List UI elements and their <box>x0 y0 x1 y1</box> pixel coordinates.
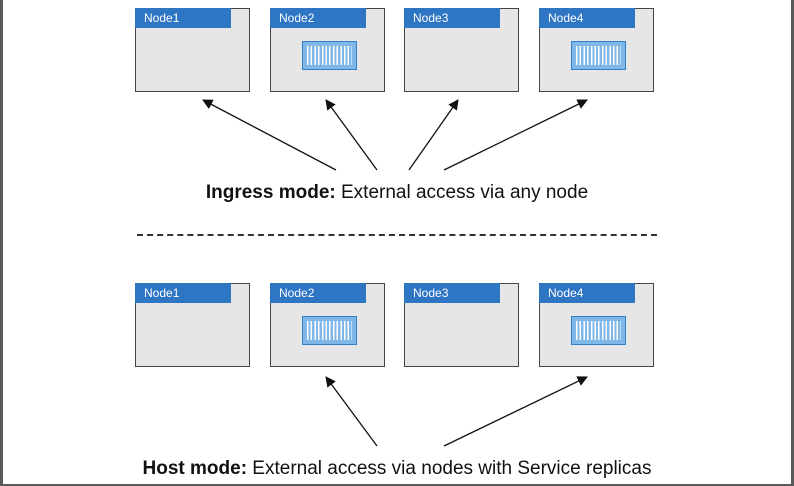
host-node-1: Node1 <box>135 283 250 367</box>
host-caption-bold: Host mode: <box>142 458 248 479</box>
ingress-caption-bold: Ingress mode: <box>205 182 336 203</box>
host-caption: Host mode: External access via nodes wit… <box>0 458 794 480</box>
node-label: Node1 <box>135 8 231 28</box>
node-label: Node3 <box>404 8 500 28</box>
shipping-container-icon <box>571 41 626 70</box>
ingress-arrow-node2 <box>325 99 378 171</box>
dashed-divider <box>137 234 657 236</box>
shipping-container-icon <box>302 316 357 345</box>
ingress-caption-text: External access via any node <box>335 182 589 203</box>
ingress-node-4: Node4 <box>539 8 654 92</box>
host-node-2: Node2 <box>270 283 385 367</box>
host-node-3: Node3 <box>404 283 519 367</box>
node-label: Node2 <box>270 8 366 28</box>
node-label: Node2 <box>270 283 366 303</box>
host-arrow-node2 <box>325 376 378 447</box>
shipping-container-icon <box>571 316 626 345</box>
host-caption-text: External access via nodes with Service r… <box>247 458 652 479</box>
node-label: Node4 <box>539 283 635 303</box>
host-node-4: Node4 <box>539 283 654 367</box>
ingress-node-3: Node3 <box>404 8 519 92</box>
shipping-container-icon <box>302 41 357 70</box>
ingress-arrow-node3 <box>408 99 459 171</box>
ingress-caption: Ingress mode: External access via any no… <box>0 182 794 204</box>
frame-right-border <box>791 0 794 486</box>
host-arrow-node4 <box>443 376 588 447</box>
ingress-arrow-node1 <box>202 99 337 171</box>
node-label: Node4 <box>539 8 635 28</box>
frame-left-border <box>0 0 3 486</box>
ingress-node-1: Node1 <box>135 8 250 92</box>
ingress-arrow-node4 <box>443 99 588 171</box>
node-label: Node1 <box>135 283 231 303</box>
node-label: Node3 <box>404 283 500 303</box>
ingress-node-2: Node2 <box>270 8 385 92</box>
frame-bottom-border <box>0 484 794 486</box>
